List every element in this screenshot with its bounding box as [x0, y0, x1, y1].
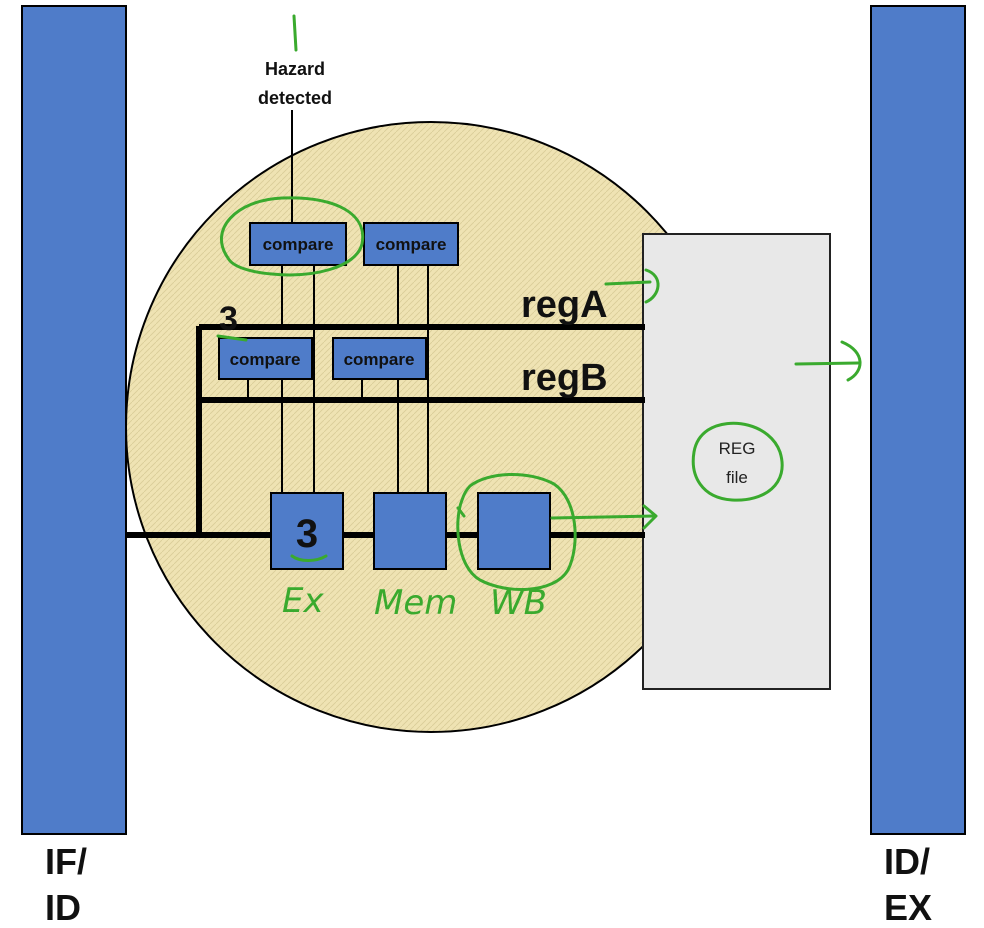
id-ex-label-line1: ID/	[884, 841, 930, 882]
wb-annotation: WB	[490, 583, 547, 623]
compare-box-2-label: compare	[376, 235, 447, 254]
id-ex-register	[870, 5, 966, 835]
compare-box-3-label: compare	[230, 350, 301, 369]
hazard-label-line1: Hazard	[265, 59, 325, 79]
regB-label: regB	[521, 357, 608, 399]
compare-box-1-label: compare	[263, 235, 334, 254]
green-annotations	[216, 14, 862, 591]
regfile-label-line2: file	[726, 468, 748, 487]
three-label: 3	[219, 300, 238, 338]
compare-box-1: compare	[249, 222, 347, 266]
compare-wires	[247, 265, 429, 493]
regA-label: regA	[521, 284, 608, 326]
ex-stage-value: 3	[296, 512, 318, 556]
if-id-label-line1: IF/	[45, 841, 87, 882]
compare-box-4-label: compare	[344, 350, 415, 369]
mem-stage-box	[373, 492, 447, 570]
compare-box-4: compare	[332, 337, 427, 380]
if-id-register	[21, 5, 127, 835]
id-ex-label-line2: EX	[884, 887, 932, 928]
mem-annotation: Mem	[374, 583, 457, 623]
compare-box-3: compare	[218, 337, 313, 380]
compare-box-2: compare	[363, 222, 459, 266]
ex-stage-box	[270, 492, 344, 570]
regfile-label-line1: REG	[719, 439, 756, 458]
if-id-label-line2: ID	[45, 887, 81, 928]
wb-stage-box	[477, 492, 551, 570]
ex-annotation: Ex	[282, 581, 324, 621]
hazard-label-line2: detected	[258, 88, 332, 108]
register-file	[642, 233, 831, 690]
